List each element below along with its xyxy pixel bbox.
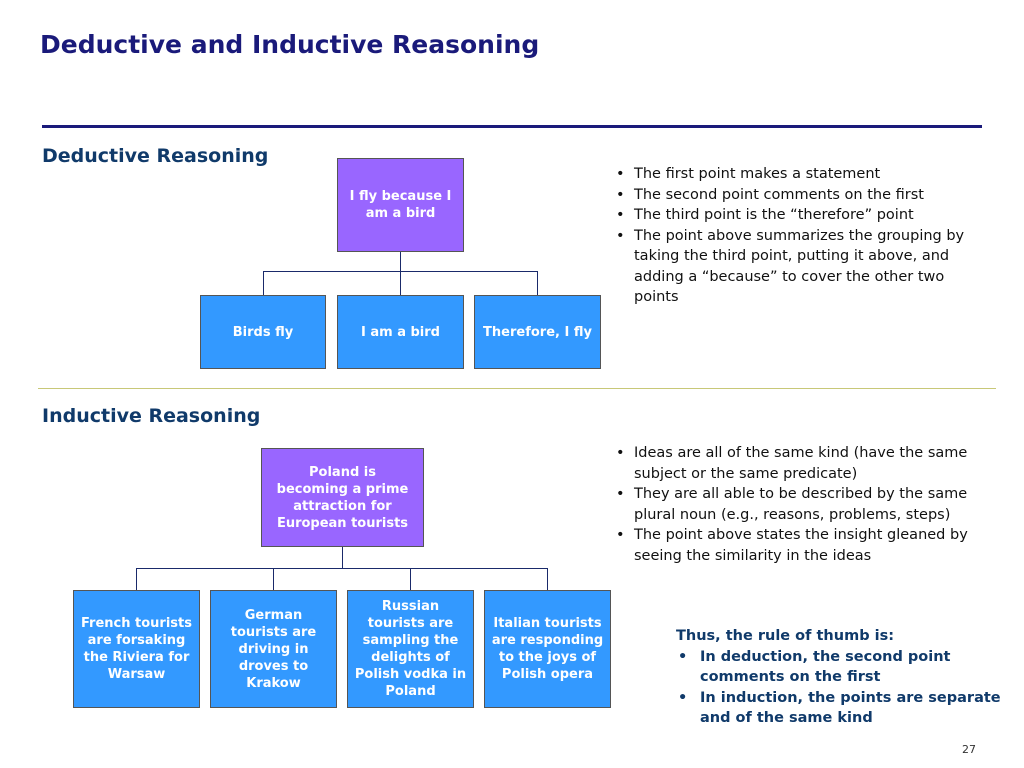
bullet-item: The point above states the insight glean… xyxy=(610,525,1006,566)
inductive-heading: Inductive Reasoning xyxy=(42,405,261,427)
inductive-connector-drop xyxy=(547,568,548,590)
inductive-bullet-list: Ideas are all of the same kind (have the… xyxy=(610,443,1006,566)
inductive-connector-drop xyxy=(410,568,411,590)
rule-item: In deduction, the second point comments … xyxy=(676,647,1006,688)
inductive-child-box: German tourists are driving in droves to… xyxy=(210,590,337,708)
deductive-child-box: Therefore, I fly xyxy=(474,295,601,369)
inductive-connector-stem xyxy=(342,547,343,568)
bullet-item: The second point comments on the first xyxy=(610,185,990,206)
inductive-connector-bar xyxy=(136,568,548,569)
bullet-item: The third point is the “therefore” point xyxy=(610,205,990,226)
rule-heading: Thus, the rule of thumb is: xyxy=(676,628,895,644)
rule-list: In deduction, the second point comments … xyxy=(676,647,1006,729)
deductive-connector-drop xyxy=(400,271,401,295)
deductive-child-box: I am a bird xyxy=(337,295,464,369)
rule-of-thumb: Thus, the rule of thumb is: In deduction… xyxy=(676,626,1006,729)
bullet-item: The point above summarizes the grouping … xyxy=(610,226,990,308)
title-underline xyxy=(42,125,982,128)
slide-title: Deductive and Inductive Reasoning xyxy=(40,30,540,59)
bullet-item: Ideas are all of the same kind (have the… xyxy=(610,443,1006,484)
inductive-child-box: French tourists are forsaking the Rivier… xyxy=(73,590,200,708)
section-divider xyxy=(38,388,996,389)
inductive-connector-drop xyxy=(136,568,137,590)
deductive-heading: Deductive Reasoning xyxy=(42,145,269,167)
deductive-child-box: Birds fly xyxy=(200,295,326,369)
inductive-child-box: Russian tourists are sampling the deligh… xyxy=(347,590,474,708)
deductive-bullet-list: The first point makes a statement The se… xyxy=(610,164,990,308)
deductive-connector-stem xyxy=(400,252,401,271)
bullet-item: They are all able to be described by the… xyxy=(610,484,1006,525)
bullet-item: The first point makes a statement xyxy=(610,164,990,185)
inductive-top-box: Poland is becoming a prime attraction fo… xyxy=(261,448,424,547)
deductive-connector-drop xyxy=(263,271,264,295)
inductive-child-box: Italian tourists are responding to the j… xyxy=(484,590,611,708)
page-number: 27 xyxy=(962,743,976,756)
rule-item: In induction, the points are separate an… xyxy=(676,688,1006,729)
inductive-connector-drop xyxy=(273,568,274,590)
deductive-connector-drop xyxy=(537,271,538,295)
deductive-top-box: I fly because I am a bird xyxy=(337,158,464,252)
